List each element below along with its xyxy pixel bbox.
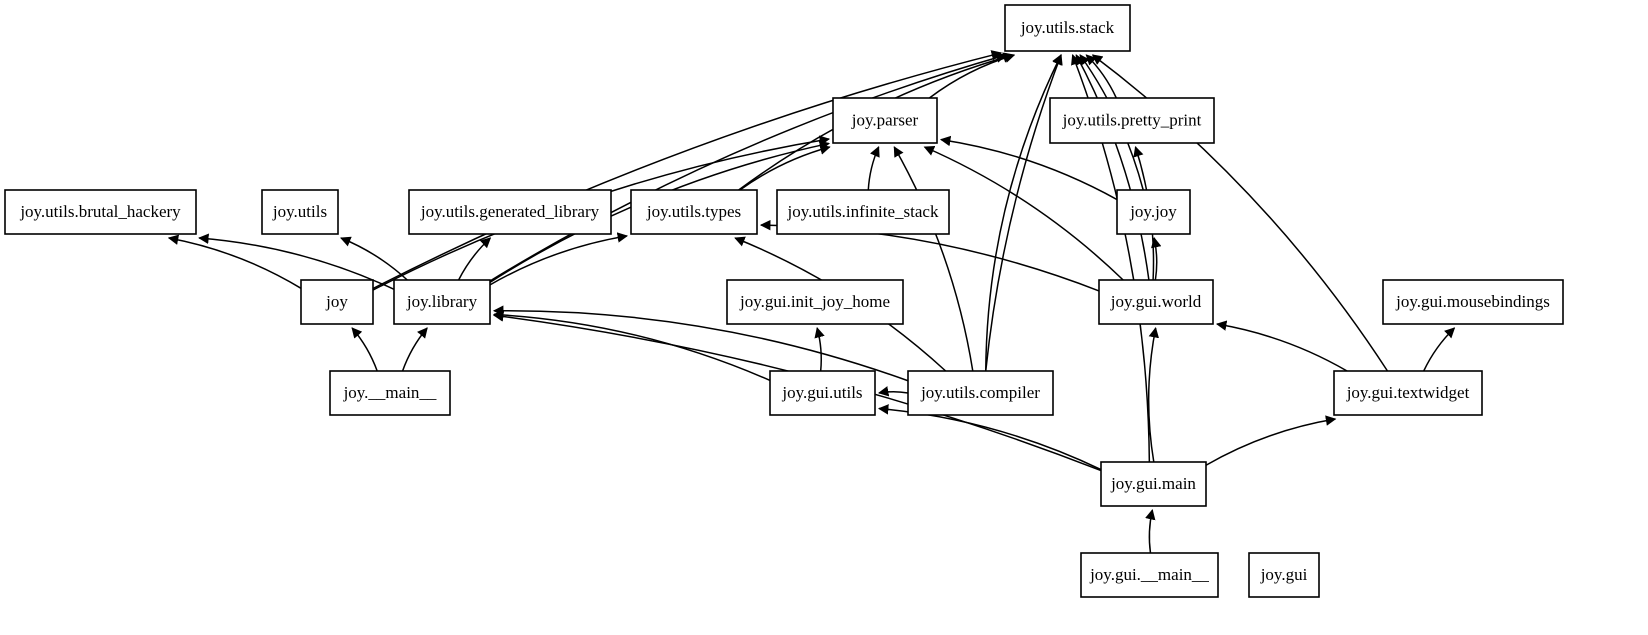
edge-gui_main_dunder-to-gui_main: [1145, 508, 1156, 554]
edge-world-to-parser: [923, 145, 1124, 281]
node-types[interactable]: joy.utils.types: [630, 189, 758, 235]
node-label-gui_main_dunder: joy.gui.__main__: [1089, 565, 1209, 584]
node-box-stack[interactable]: [1004, 4, 1131, 52]
node-label-generated_library: joy.utils.generated_library: [420, 202, 600, 221]
edge-gui_main-to-textwidget: [1205, 415, 1337, 466]
node-label-mousebindings: joy.gui.mousebindings: [1395, 292, 1550, 311]
node-stack[interactable]: joy.utils.stack: [1004, 4, 1131, 52]
node-layer: joy.utils.stack joy.parser joy.utils.prett…: [4, 4, 1564, 598]
edge-main_dunder-to-library: [401, 327, 428, 372]
node-box-gui_utils[interactable]: [769, 370, 876, 416]
edge-textwidget-to-stack: [1091, 54, 1389, 372]
node-init_joy_home[interactable]: joy.gui.init_joy_home: [726, 279, 904, 325]
edge-textwidget-to-world: [1215, 320, 1348, 372]
edge-compiler-to-stack: [984, 54, 1062, 372]
edge-gui_main-to-world: [1147, 326, 1159, 463]
node-box-compiler[interactable]: [907, 370, 1054, 416]
node-library[interactable]: joy.library: [393, 279, 491, 325]
node-world[interactable]: joy.gui.world: [1098, 279, 1214, 325]
node-infinite_stack[interactable]: joy.utils.infinite_stack: [776, 189, 950, 235]
edge-library-to-generated_library: [457, 237, 492, 281]
edge-joy-to-stack: [372, 50, 1003, 290]
node-label-parser: joy.parser: [851, 110, 919, 129]
node-box-pretty_print[interactable]: [1049, 97, 1215, 144]
node-box-parser[interactable]: [832, 97, 938, 144]
node-label-joyjoy: joy.joy: [1129, 202, 1177, 221]
edge-joyjoy-to-parser: [939, 135, 1118, 201]
node-box-infinite_stack[interactable]: [776, 189, 950, 235]
node-label-infinite_stack: joy.utils.infinite_stack: [787, 202, 939, 221]
edge-world-to-joyjoy: [1151, 236, 1162, 281]
node-textwidget[interactable]: joy.gui.textwidget: [1333, 370, 1483, 416]
edge-compiler-to-gui_utils: [877, 386, 909, 397]
node-generated_library[interactable]: joy.utils.generated_library: [408, 189, 612, 235]
node-label-world: joy.gui.world: [1110, 292, 1202, 311]
node-label-pretty_print: joy.utils.pretty_print: [1062, 110, 1202, 129]
node-pretty_print[interactable]: joy.utils.pretty_print: [1049, 97, 1215, 144]
node-label-joy: joy: [325, 292, 348, 311]
edge-compiler-to-library: [492, 305, 909, 382]
node-label-brutal_hackery: joy.utils.brutal_hackery: [19, 202, 181, 221]
edge-library-to-stack: [489, 52, 1007, 282]
edge-types-to-parser: [739, 144, 831, 191]
node-box-library[interactable]: [393, 279, 491, 325]
node-main_dunder[interactable]: joy.__main__: [329, 370, 451, 416]
edge-gui_utils-to-library: [492, 309, 771, 382]
edge-parser-to-stack: [928, 52, 1016, 99]
node-box-main_dunder[interactable]: [329, 370, 451, 416]
node-label-stack: joy.utils.stack: [1020, 18, 1115, 37]
edge-library-to-utils: [340, 236, 408, 281]
node-box-utils[interactable]: [261, 189, 339, 235]
node-label-main_dunder: joy.__main__: [343, 383, 437, 402]
edge-gui_utils-to-init_joy_home: [814, 326, 825, 372]
node-box-joy[interactable]: [300, 279, 374, 325]
edge-world-to-stack: [1075, 54, 1150, 281]
edge-compiler-to-parser: [893, 146, 974, 372]
node-box-brutal_hackery[interactable]: [4, 189, 197, 235]
edge-gui_main-to-gui_utils: [877, 404, 1102, 471]
node-parser[interactable]: joy.parser: [832, 97, 938, 144]
node-label-textwidget: joy.gui.textwidget: [1346, 383, 1470, 402]
node-label-compiler: joy.utils.compiler: [920, 383, 1040, 402]
node-box-gui_main[interactable]: [1100, 461, 1207, 507]
node-box-textwidget[interactable]: [1333, 370, 1483, 416]
node-box-generated_library[interactable]: [408, 189, 612, 235]
edge-textwidget-to-mousebindings: [1423, 327, 1456, 372]
edge-main_dunder-to-joy: [351, 327, 378, 372]
node-brutal_hackery[interactable]: joy.utils.brutal_hackery: [4, 189, 197, 235]
node-box-types[interactable]: [630, 189, 758, 235]
node-label-gui_utils: joy.gui.utils: [781, 383, 862, 402]
node-box-mousebindings[interactable]: [1382, 279, 1564, 325]
node-gui_main_dunder[interactable]: joy.gui.__main__: [1080, 552, 1219, 598]
edge-infinite_stack-to-parser: [867, 146, 880, 191]
node-compiler[interactable]: joy.utils.compiler: [907, 370, 1054, 416]
edge-joy-to-brutal_hackery: [167, 234, 302, 289]
node-box-gui_main_dunder[interactable]: [1080, 552, 1219, 598]
node-box-joyjoy[interactable]: [1116, 189, 1191, 235]
node-label-types: joy.utils.types: [646, 202, 741, 221]
node-gui_main[interactable]: joy.gui.main: [1100, 461, 1207, 507]
node-joy[interactable]: joy: [300, 279, 374, 325]
node-gui[interactable]: joy.gui: [1248, 552, 1320, 598]
node-label-gui_main: joy.gui.main: [1110, 474, 1196, 493]
edge-library-to-types: [489, 232, 629, 286]
node-joyjoy[interactable]: joy.joy: [1116, 189, 1191, 235]
node-label-gui: joy.gui: [1260, 565, 1308, 584]
node-utils[interactable]: joy.utils: [261, 189, 339, 235]
node-box-gui[interactable]: [1248, 552, 1320, 598]
node-label-init_joy_home: joy.gui.init_joy_home: [739, 292, 890, 311]
node-label-utils: joy.utils: [272, 202, 327, 221]
edge-compiler-to-stack: [984, 54, 1063, 372]
node-label-library: joy.library: [406, 292, 478, 311]
node-box-world[interactable]: [1098, 279, 1214, 325]
node-box-init_joy_home[interactable]: [726, 279, 904, 325]
node-gui_utils[interactable]: joy.gui.utils: [769, 370, 876, 416]
node-mousebindings[interactable]: joy.gui.mousebindings: [1382, 279, 1564, 325]
